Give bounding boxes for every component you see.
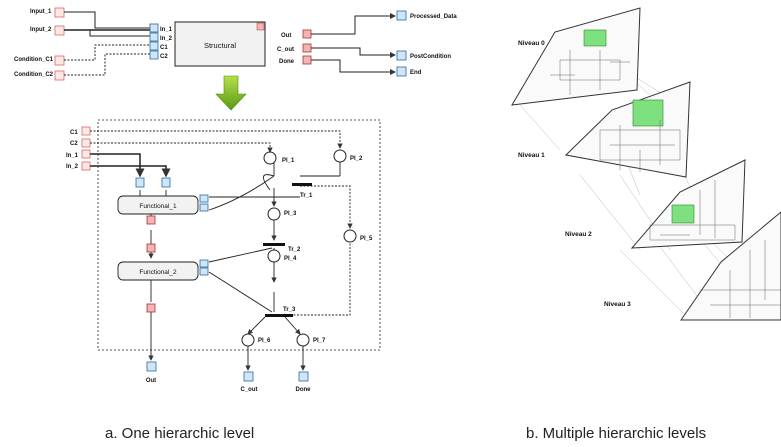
functional-1-block [117,195,199,215]
sub-input-label-3: In_1 [66,153,79,159]
output-port-1 [396,10,407,21]
sub-output-label-1: Out [146,378,156,384]
block-in-port-1: In_1 [160,27,173,33]
input-port-2 [54,25,65,36]
block-in-port-4: C2 [160,54,168,60]
place-label-5: Pl_5 [360,236,373,242]
place-label-4: Pl_4 [284,256,297,262]
level-label-1: Niveau 1 [518,152,545,159]
functional-1-title: Functional_1 [139,203,177,210]
block-out-port-3: Done [279,59,295,65]
input-port-4 [54,70,65,81]
level-label-3: Niveau 3 [604,301,631,308]
input-port-1 [54,7,65,18]
output-label-2: PostCondition [410,54,451,60]
place-label-6: Pl_6 [258,338,271,344]
input-label-2: Input_2 [30,27,52,33]
level-2-plane [630,159,746,249]
structural-block [174,21,266,67]
multilevel-diagram: Niveau 0 Niveau 1 Niveau 2 Niveau 3 [511,7,781,321]
level-1-highlight [632,99,664,127]
block-corner-icon [256,22,265,31]
input-label-1: Input_1 [30,9,52,15]
functional-2-block [117,261,199,281]
transition-3 [265,314,293,317]
place-5 [343,229,357,243]
place-label-2: Pl_2 [350,156,363,162]
block-in-port-3: C1 [160,45,168,51]
caption-left: a. One hierarchic level [105,425,254,442]
input-port-3 [54,55,65,66]
top-structural-diagram: Input_1 Input_2 Condition_C1 Condition_C… [14,7,457,81]
place-label-1: Pl_1 [282,158,295,164]
place-3 [267,207,281,221]
block-out-port-1: Out [281,33,291,39]
sub-input-label-4: In_2 [66,164,79,170]
output-wires [311,13,396,75]
caption-right: b. Multiple hierarchic levels [526,425,706,442]
block-out-port-2: C_out [277,47,294,53]
place-7 [296,333,310,347]
output-port-3 [396,66,407,77]
level-label-2: Niveau 2 [565,231,592,238]
sub-input-label-1: C1 [70,130,78,136]
level-2-highlight [671,204,695,224]
sub-output-label-3: Done [296,387,312,393]
input-label-3: Condition_C1 [14,57,54,63]
output-label-1: Processed_Data [410,14,457,20]
output-port-2 [396,50,407,61]
place-label-7: Pl_7 [313,338,326,344]
transition-1 [292,183,312,186]
place-label-3: Pl_3 [284,211,297,217]
level-0-plane [511,7,641,106]
transition-label-1: Tr_1 [300,193,313,199]
transition-label-3: Tr_3 [283,307,296,313]
block-in-port-2: In_2 [160,36,173,42]
sub-output-label-2: C_out [241,387,258,393]
place-4 [267,249,281,263]
functional-2-title: Functional_2 [139,269,177,276]
level-0-highlight [583,29,607,47]
place-6 [241,333,255,347]
subsystem-diagram: C1 C2 In_1 In_2 [66,119,381,393]
transition-label-2: Tr_2 [288,247,301,253]
subsystem-boundary [97,119,381,351]
output-label-3: End [410,70,422,76]
sub-input-label-2: C2 [70,141,78,147]
place-1 [263,151,277,165]
transition-2 [263,243,285,246]
level-3-plane [680,211,781,321]
input-wires [64,11,150,76]
expand-arrow-icon [215,75,247,111]
structural-block-title: Structural [204,41,236,50]
input-label-4: Condition_C2 [14,72,54,78]
level-label-0: Niveau 0 [518,40,545,47]
place-2 [333,149,347,163]
